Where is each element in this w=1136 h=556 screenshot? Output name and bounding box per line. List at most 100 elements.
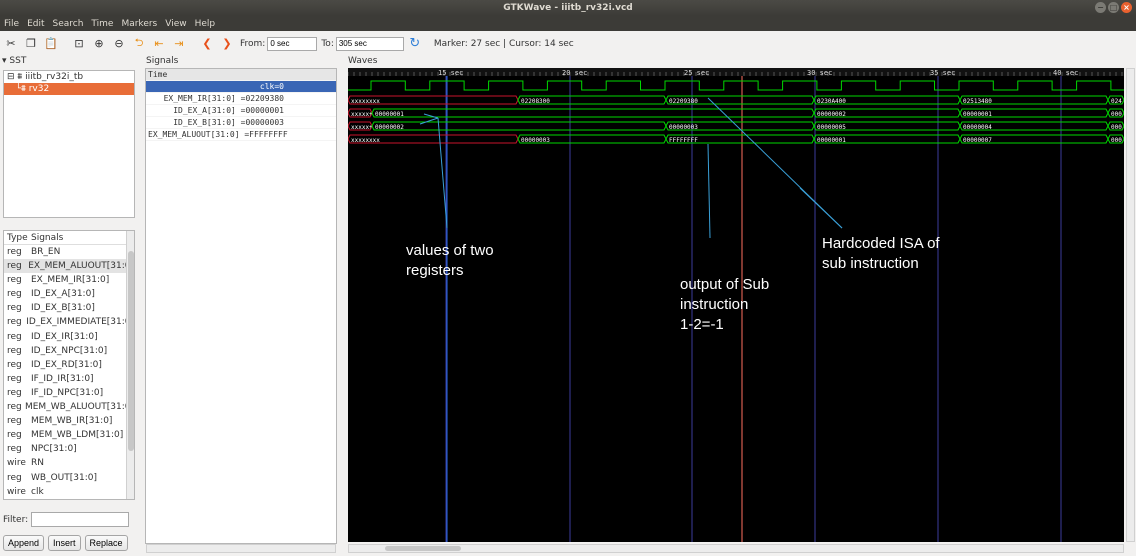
waves-header: Waves [348,56,378,66]
ex_mem_ir-value: 02209380 [669,98,698,105]
signal-list-item[interactable]: reg ID_EX_B[31:0] [4,301,134,315]
reload-icon[interactable]: ↻ [409,36,421,51]
signal-row-id-ex-a[interactable]: ID_EX_A[31:0] =00000001 [146,105,336,117]
tree-item-rv32[interactable]: └⩩ rv32 [4,83,134,95]
waves-hscrollbar[interactable] [348,544,1124,553]
signal-list-scrollbar[interactable] [126,231,134,499]
signal-name: ID_EX_RD[31:0] [31,359,102,370]
maximize-icon[interactable]: □ [1108,2,1119,13]
signals-hscrollbar[interactable] [146,544,336,553]
menu-file[interactable]: File [4,18,20,29]
ex_mem_ir-segment [1107,95,1124,105]
waves-vscrollbar[interactable] [1126,68,1135,542]
insert-button[interactable]: Insert [48,535,81,551]
alu_out-value: xxxxxxxx [351,137,380,144]
time-tick-label: 15 sec [438,69,463,77]
signal-type: reg [7,345,22,356]
signal-name: ID_EX_A[31:0] [31,289,95,300]
alu_out-segment [665,134,815,144]
signal-name: ID_EX_B[31:0] [31,303,95,314]
id_ex_a-segment [348,108,373,118]
signal-type: reg [7,416,22,427]
sst-header[interactable]: ▾ SST [2,56,27,66]
id_ex_b-segment [813,121,961,131]
filter-input[interactable] [31,512,130,527]
copy-icon[interactable]: ❐ [26,37,36,50]
undo-zoom-icon[interactable]: ⮌ [134,36,144,49]
signal-type: wire [7,458,26,469]
signal-row-clk[interactable]: clk=0 [146,81,336,93]
tree-item-label: iiitb_rv32i_tb [25,72,84,82]
signal-row-ex-mem-ir[interactable]: EX_MEM_IR[31:0] =02209380 [146,93,336,105]
minimize-icon[interactable]: − [1095,2,1106,13]
id_ex_b-value: xxxxx+ [351,124,373,131]
id_ex_b-segment [371,121,667,131]
zoom-in-icon[interactable]: ⊕ [94,37,104,50]
scrollbar-thumb[interactable] [128,251,134,451]
paste-icon[interactable]: 📋 [44,37,58,50]
signal-list-item[interactable]: wire RN [4,456,134,470]
tree-item-label: rv32 [28,84,50,94]
from-input[interactable] [267,36,318,51]
tree-item-tb[interactable]: ⊟ ⩩ iiitb_rv32i_tb [7,72,84,82]
prev-edge-icon[interactable]: ❮ [202,37,212,50]
zoom-end-icon[interactable]: ⇥ [174,37,184,50]
menu-search[interactable]: Search [52,18,84,29]
signals-column-header[interactable]: Signals [31,233,64,243]
ex_mem_ir-value: 02513480 [963,98,992,105]
replace-button[interactable]: Replace [84,535,128,551]
zoom-start-icon[interactable]: ⇤ [154,37,164,50]
signal-name: clk [31,486,44,497]
append-button[interactable]: Append [3,535,45,551]
signal-type: reg [7,303,22,314]
zoom-fit-icon[interactable]: ⊡ [74,37,84,50]
signal-type: wire [7,486,26,497]
ex_mem_ir-segment [959,95,1109,105]
cut-icon[interactable]: ✂ [6,37,16,50]
close-icon[interactable]: × [1121,2,1132,13]
to-input[interactable] [335,36,404,51]
type-column-header[interactable]: Type [7,233,28,243]
id_ex_a-value: 00000001 [375,111,404,118]
id_ex_a-value: 00000002 [817,111,846,118]
menu-view[interactable]: View [165,18,187,29]
menu-edit[interactable]: Edit [27,18,45,29]
signal-row-id-ex-b[interactable]: ID_EX_B[31:0] =00000003 [146,117,336,129]
signal-row-ex-mem-aluout[interactable]: EX_MEM_ALUOUT[31:0] =FFFFFFFF [146,129,336,141]
menu-time[interactable]: Time [91,18,114,29]
signal-type: reg [7,317,22,328]
next-edge-icon[interactable]: ❯ [222,37,232,50]
menu-markers[interactable]: Markers [121,18,158,29]
signal-name: IF_ID_IR[31:0] [31,373,94,384]
menu-help[interactable]: Help [194,18,216,29]
signal-name: RN [31,458,44,469]
signal-list-header: Type Signals [4,231,134,245]
filter-label: Filter: [3,514,29,525]
module-icon: ⩩ [17,72,23,82]
zoom-out-icon[interactable]: ⊖ [114,37,124,50]
sst-header-label: SST [9,56,27,66]
arrow-line [437,117,448,229]
time-tick-label: 30 sec [807,69,832,77]
scrollbar-thumb[interactable] [385,546,461,551]
id_ex_a-value: 000 [1111,111,1122,118]
